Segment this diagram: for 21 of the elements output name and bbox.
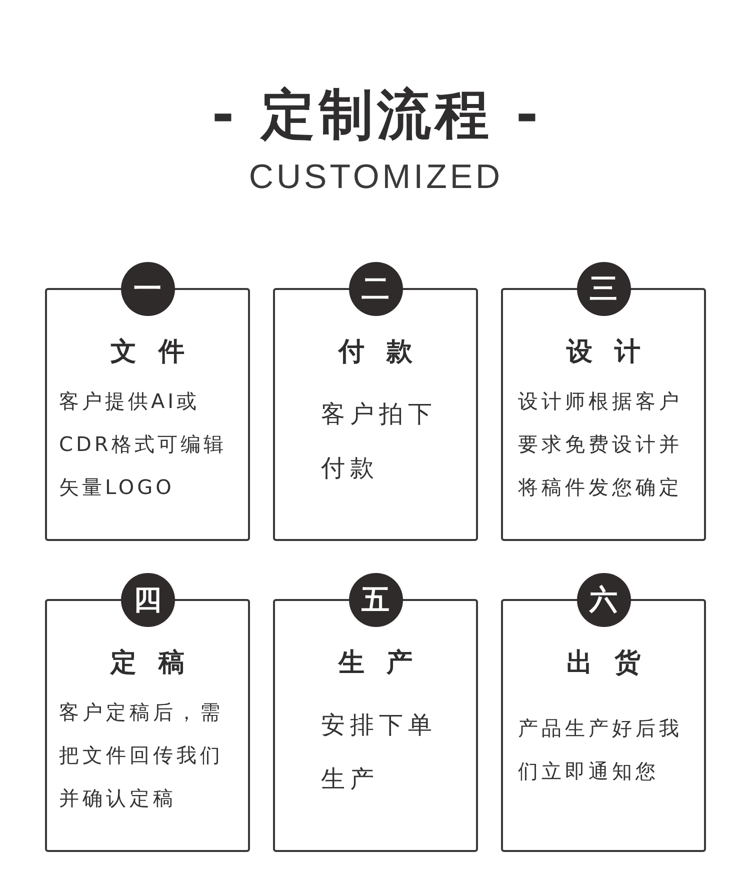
step-number-badge: 一 [120, 262, 174, 316]
step-number-badge: 二 [348, 262, 402, 316]
step-title: 生产 [338, 647, 434, 679]
step-number-badge: 四 [120, 573, 174, 627]
subtitle: CUSTOMIZED [248, 157, 504, 197]
step-description: 客户定稿后，需把文件回传我们并确认定稿 [59, 699, 224, 812]
step-title: 文件 [110, 336, 206, 368]
step-description: 产品生产好后我们立即通知您 [518, 715, 684, 785]
step-description: 客户提供AI或CDR格式可编辑矢量LOGO [59, 388, 228, 501]
step-description: 客户拍下付款 [321, 399, 438, 484]
step-description: 安排下单生产 [321, 710, 438, 795]
step-description: 设计师根据客户要求免费设计并将稿件发您确定 [518, 388, 684, 501]
step-title: 设计 [566, 336, 662, 368]
step-title: 定稿 [110, 647, 206, 679]
page-title: - 定制流程 - [212, 82, 542, 148]
step-number-badge: 六 [576, 573, 630, 627]
step-title: 付款 [338, 336, 434, 368]
step-title: 出货 [566, 647, 662, 679]
step-card [45, 288, 250, 541]
step-number-badge: 五 [348, 573, 402, 627]
step-number-badge: 三 [576, 262, 630, 316]
